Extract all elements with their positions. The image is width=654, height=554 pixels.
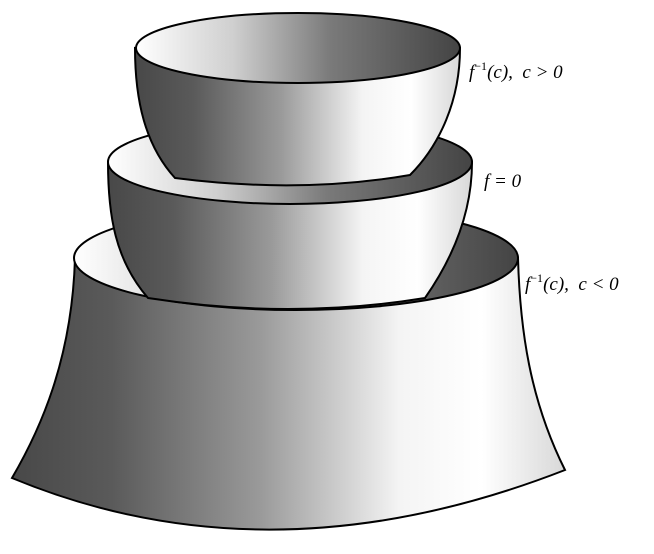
label-top-level-set: f−1(c), c > 0 [469, 60, 563, 82]
top-surface-rim [136, 13, 460, 83]
label-zero-level-set: f = 0 [484, 172, 521, 191]
label-top-cond: c > 0 [522, 62, 562, 83]
label-middle-text: f = 0 [484, 171, 521, 192]
label-bottom-level-set: f−1(c), c < 0 [525, 272, 619, 294]
label-bottom-cond: c < 0 [578, 274, 618, 295]
label-top-arg: (c), [487, 62, 513, 83]
top-surface [135, 13, 460, 185]
label-top-exp: −1 [474, 59, 487, 73]
label-bottom-exp: −1 [530, 271, 543, 285]
label-bottom-arg: (c), [543, 274, 569, 295]
